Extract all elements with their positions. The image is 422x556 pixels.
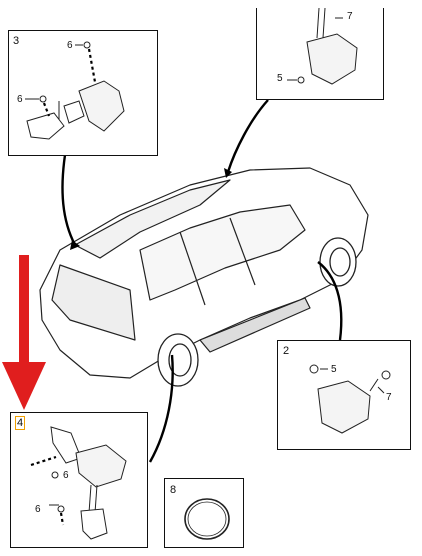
- front-wheel: [319, 237, 357, 287]
- panel-number: 8: [170, 484, 177, 496]
- panel-number-highlighted: 4: [14, 416, 26, 430]
- callout-bolt: 5: [331, 364, 337, 375]
- red-pointer-arrow: [2, 255, 46, 410]
- leader-arrowheads: [70, 168, 232, 250]
- level-sensor-part-rear-left: [30, 426, 127, 540]
- panel-2: 2 5 7: [277, 340, 411, 450]
- o-ring-icon: [184, 498, 230, 540]
- callout-bolt: 6: [67, 40, 73, 51]
- leader-lines: [61, 99, 343, 463]
- panel-4: 4 6 6: [10, 412, 148, 548]
- callout-bolt: 6: [17, 94, 23, 105]
- panel-number: 3: [13, 35, 20, 47]
- callout-bolt: 6: [63, 470, 69, 481]
- panel-3: 3 6 6: [8, 30, 158, 156]
- panel-8: 8: [164, 478, 244, 548]
- car-illustration: [39, 167, 369, 379]
- panel-number: 2: [283, 345, 290, 357]
- level-sensor-part-front: [287, 7, 358, 85]
- level-sensor-part-rear: [25, 41, 125, 140]
- callout-sensor-link: 7: [386, 392, 392, 403]
- callout-sensor-link: 7: [347, 11, 353, 22]
- callout-bolt: 6: [35, 504, 41, 515]
- panel-top-right: 7 5: [256, 7, 384, 100]
- level-sensor-part-front-right: [309, 364, 391, 434]
- rear-wheel: [157, 333, 199, 387]
- callout-bolt: 5: [277, 73, 283, 84]
